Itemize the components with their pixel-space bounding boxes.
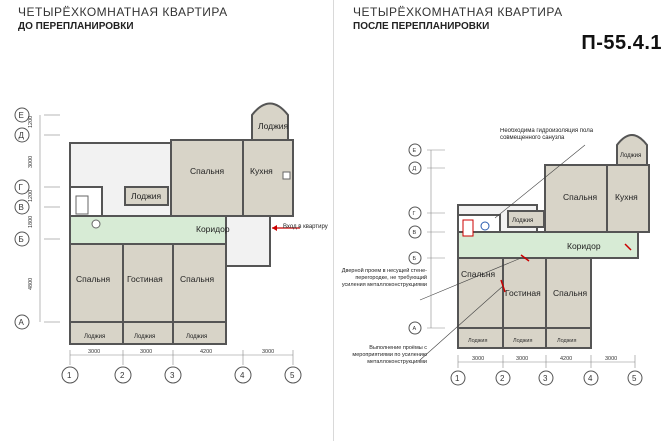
axis-col-2: 2 <box>120 371 125 380</box>
dim-col-2: 3000 <box>140 349 152 355</box>
plan-before-panel: ЧЕТЫРЁХКОМНАТНАЯ КВАРТИРА ДО ПЕРЕПЛАНИРО… <box>14 5 328 384</box>
axis-row-a-after: А <box>413 326 417 332</box>
loggia-b3-before <box>172 321 227 345</box>
room-corridor-after: Коридор <box>567 241 601 251</box>
axis-row-d-after: Д <box>413 166 417 172</box>
note-waterproof: Необходима гидроизоляция пола совмещенно… <box>500 128 593 141</box>
room-loggia-top: Лоджия <box>258 121 289 131</box>
dim-row-1: 1200 <box>28 116 34 128</box>
loggia-mid-after <box>507 210 545 228</box>
floorplan-before: Лоджия Спальня Кухня Лоджия Коридор Спал… <box>14 102 328 384</box>
axis-col-4: 4 <box>240 371 245 380</box>
axis-row-g: Г <box>19 183 24 192</box>
dim-row-5: 4800 <box>28 278 34 290</box>
corridor-after <box>457 231 639 259</box>
panel-divider <box>333 0 334 441</box>
toilet-icon <box>91 219 101 229</box>
room-loggia-b3-after: Лоджия <box>557 338 577 344</box>
bedroom-top-before <box>170 139 244 217</box>
room-corridor: Коридор <box>196 224 230 234</box>
title-after: ЧЕТЫРЁХКОМНАТНАЯ КВАРТИРА <box>353 5 563 19</box>
right-wing-before <box>225 215 271 267</box>
room-bedroom-top-after: Спальня <box>563 192 598 202</box>
axis-col-4-after: 4 <box>588 374 593 383</box>
arrow-head-icon <box>272 225 277 231</box>
axis-col-5-after: 5 <box>632 374 637 383</box>
axis-row-e-after: Е <box>413 148 417 154</box>
bedroom-right-before <box>172 243 227 323</box>
axis-col-1-after: 1 <box>455 374 460 383</box>
loggia-b3-after <box>545 327 592 349</box>
bathtub-icon <box>462 219 474 237</box>
axis-row-v: В <box>19 203 24 212</box>
dim-col-3-after: 4200 <box>560 356 572 362</box>
dim-col-4: 3000 <box>262 349 274 355</box>
bedroom-right-after <box>545 257 592 329</box>
kitchen-after <box>606 164 650 233</box>
room-bedroom-right-after: Спальня <box>553 288 588 298</box>
subtitle-before: ДО ПЕРЕПЛАНИРОВКИ <box>18 21 134 32</box>
axis-row-b-after: Б <box>413 256 417 262</box>
room-loggia-mid-after: Лоджия <box>512 218 533 224</box>
room-bedroom-left-after: Спальня <box>461 269 496 279</box>
dim-col-1-after: 3000 <box>472 356 484 362</box>
floorplan-after: Лоджия Спальня Кухня Лоджия Коридор Спал… <box>342 128 650 386</box>
room-kitchen-after: Кухня <box>615 192 638 202</box>
axis-row-e: Е <box>19 111 24 120</box>
room-living-after: Гостиная <box>505 288 541 298</box>
note-openings: Выполнение проёмы с мероприятиями по уси… <box>352 345 427 365</box>
stove-icon <box>282 171 291 180</box>
axis-row-v-after: В <box>413 230 417 236</box>
dim-col-3: 4200 <box>200 349 212 355</box>
room-loggia-b2: Лоджия <box>134 334 155 340</box>
axis-col-3-after: 3 <box>543 374 548 383</box>
room-kitchen: Кухня <box>250 166 273 176</box>
axis-col-5: 5 <box>290 371 295 380</box>
room-loggia-b1-after: Лоджия <box>468 338 488 344</box>
room-bedroom-left: Спальня <box>76 274 111 284</box>
axis-row-a: А <box>19 318 25 327</box>
toilet-icon <box>480 221 490 231</box>
bedroom-top-after <box>544 164 608 233</box>
dim-row-2: 3000 <box>28 156 34 168</box>
axis-row-d: Д <box>19 131 25 140</box>
title-before: ЧЕТЫРЁХКОМНАТНАЯ КВАРТИРА <box>18 5 228 19</box>
note-doorway: Дверной проем в несущей стене- перегород… <box>342 268 427 288</box>
loggia-mid-before <box>124 186 169 206</box>
room-loggia-b3: Лоджия <box>186 334 207 340</box>
bay-loggia-before <box>251 102 289 141</box>
dim-row-4: 1800 <box>28 216 34 228</box>
axis-col-1: 1 <box>67 371 72 380</box>
room-loggia-b1: Лоджия <box>84 334 105 340</box>
bathtub-icon <box>75 195 89 215</box>
axis-col-2-after: 2 <box>500 374 505 383</box>
room-loggia-b2-after: Лоджия <box>513 338 533 344</box>
dim-col-1: 3000 <box>88 349 100 355</box>
axis-row-b: Б <box>19 235 24 244</box>
subtitle-after: ПОСЛЕ ПЕРЕПЛАНИРОВКИ <box>353 21 490 32</box>
room-bedroom-right: Спальня <box>180 274 215 284</box>
plan-after-panel: ЧЕТЫРЁХКОМНАТНАЯ КВАРТИРА ПОСЛЕ ПЕРЕПЛАН… <box>335 0 670 441</box>
axis-row-g-after: Г <box>413 211 416 217</box>
loggia-b2-before <box>122 321 174 345</box>
building-series: П-55.4.1 <box>581 32 662 54</box>
room-living: Гостиная <box>127 274 163 284</box>
room-loggia-mid: Лоджия <box>131 191 162 201</box>
entrance-label: Вход в квартиру <box>283 224 328 230</box>
bay-loggia-after <box>616 134 648 166</box>
dim-col-2-after: 3000 <box>516 356 528 362</box>
room-bedroom-top: Спальня <box>190 166 225 176</box>
dim-row-3: 1200 <box>28 190 34 202</box>
dim-col-4-after: 3000 <box>605 356 617 362</box>
axis-col-3: 3 <box>170 371 175 380</box>
loggia-b1-before <box>69 321 124 345</box>
room-loggia-top-after: Лоджия <box>620 153 641 159</box>
